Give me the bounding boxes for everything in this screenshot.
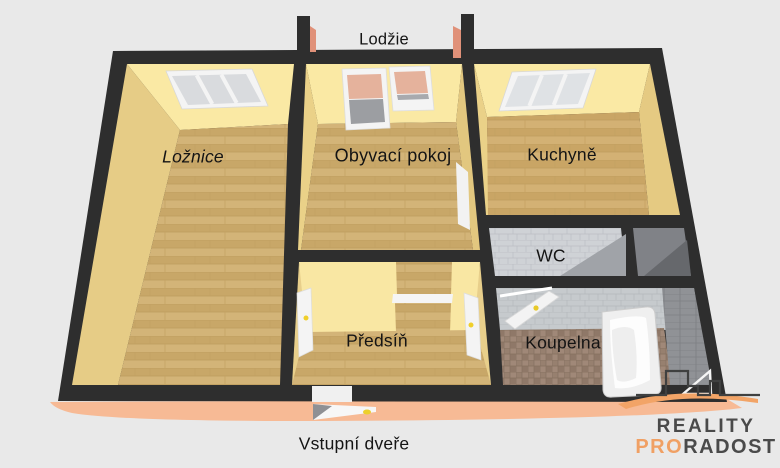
predsin-side-wall-right [474, 262, 491, 385]
entrance-door-swing-shadow [313, 404, 332, 420]
loggia-wall-face-left [310, 26, 316, 52]
predsin-passage-floor [395, 303, 451, 332]
room-koupelna [496, 286, 713, 398]
logo-graphic [618, 369, 760, 409]
logo-word-pro: PRO [635, 436, 684, 458]
door-handle [303, 315, 309, 321]
predsin-door-left [296, 287, 314, 358]
loggia-walls [297, 14, 474, 60]
logo-word-reality: REALITY [656, 416, 756, 437]
bathtub [601, 306, 662, 398]
predsin-door-right [463, 292, 482, 361]
room-wc [489, 228, 626, 276]
obyvaci-side-wall-right [456, 64, 480, 250]
building-skyline-icon [636, 369, 760, 397]
obyvaci-balcony-door [341, 67, 391, 131]
room-label-wc: WC [536, 245, 566, 266]
kuchyne-floor [487, 112, 649, 215]
room-kuchyne [474, 64, 680, 215]
entrance-door [312, 386, 376, 420]
predsin-passage-gap [396, 262, 452, 295]
label-entrance-door: Vstupní dveře [298, 433, 410, 454]
logo-word-proradost: PRORADOST [630, 437, 780, 458]
door-handle [363, 409, 371, 415]
room-obyvaci-pokoj [298, 64, 480, 250]
logo-word-radost: RADOST [683, 436, 777, 458]
koupelna-door [499, 286, 560, 330]
room-label-loznice: Ložnice [162, 146, 224, 167]
room-label-obyvaci-pokoj: Obyvací pokoj [334, 145, 452, 166]
loznice-side-wall [72, 64, 180, 385]
slab-face [50, 399, 742, 421]
obyvaci-door-opening [456, 162, 470, 230]
room-label-koupelna: Koupelna [525, 332, 601, 353]
label-loggia: Lodžie [359, 30, 409, 49]
predsin-floor [292, 330, 491, 385]
room-loznice [72, 64, 294, 385]
loggia-wall-face-right [453, 26, 461, 58]
predsin-passage-sill [392, 294, 453, 303]
shaft-shading [644, 240, 691, 276]
loznice-window [165, 68, 269, 110]
loznice-floor [118, 124, 288, 385]
floor-slab [50, 399, 742, 421]
utility-shaft [633, 228, 691, 276]
predsin-back-wall [299, 262, 480, 332]
loggia-stub-right [461, 14, 474, 60]
kuchyne-side-wall-right [639, 64, 680, 215]
door-handle [468, 322, 474, 328]
agency-logo: REALITY PRORADOST [630, 416, 780, 458]
kuchyne-floor-tint [487, 112, 649, 215]
room-predsin [292, 262, 491, 385]
obyvaci-side-wall-left [298, 64, 318, 250]
room-label-kuchyne: Kuchyně [527, 144, 597, 165]
kuchyne-window [498, 68, 597, 112]
entrance-door-leaf [312, 386, 352, 402]
logo-swoosh [618, 393, 758, 409]
room-label-predsin: Předsíň [346, 330, 408, 351]
koupelna-side-wall [662, 288, 712, 385]
obyvaci-floor [301, 122, 473, 250]
obyvaci-window [388, 65, 435, 112]
kuchyne-side-wall-left [474, 64, 489, 215]
wc-floor-shading [560, 234, 626, 276]
door-handle [533, 305, 539, 311]
loggia-stub-left [297, 16, 310, 52]
